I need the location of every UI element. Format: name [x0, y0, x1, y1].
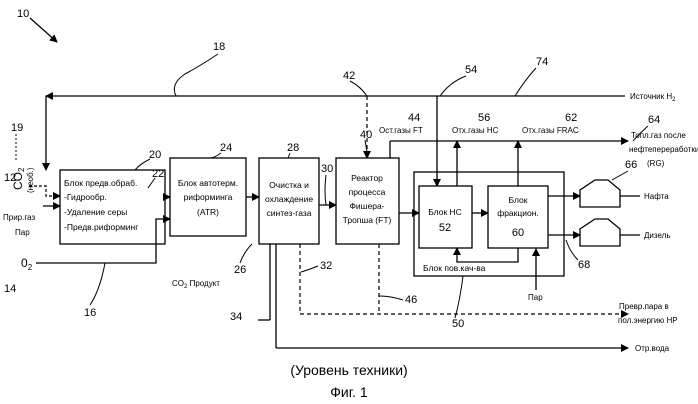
ft-label-2: процесса — [349, 187, 386, 197]
ref-19: 19 — [11, 122, 23, 160]
ref-26: 26 — [234, 244, 252, 276]
pretreatment-label-2: -Гидрообр. — [64, 192, 107, 202]
naphtha-label: Нафта — [644, 192, 669, 201]
ref-18: 18 — [174, 41, 225, 96]
steam-upgrade-label: Пар — [528, 293, 543, 302]
svg-text:68: 68 — [578, 259, 590, 271]
ref-32: 32 — [301, 260, 332, 272]
ref-34: 34 — [230, 311, 242, 323]
svg-text:56: 56 — [478, 112, 490, 124]
caption-prior-art: (Уровень техники) — [290, 362, 407, 378]
svg-text:42: 42 — [343, 70, 355, 82]
svg-text:50: 50 — [452, 318, 464, 330]
ref-46: 46 — [379, 294, 417, 306]
ref-54: 54 — [440, 64, 477, 96]
ft-label-3: Фишера- — [349, 201, 384, 211]
svg-text:32: 32 — [320, 260, 332, 272]
svg-text:22: 22 — [152, 168, 164, 180]
svg-text:66: 66 — [625, 159, 637, 171]
h2-source-label: Источник H2 — [630, 92, 676, 103]
refinery-gas-label-3: (RG) — [647, 159, 665, 168]
ref-62: 62 — [565, 112, 577, 124]
svg-text:26: 26 — [234, 264, 246, 276]
svg-text:19: 19 — [11, 122, 23, 134]
cleanup-label-3: синтез-газа — [267, 208, 312, 218]
cleanup-label-1: Очистка и — [269, 180, 309, 190]
svg-text:16: 16 — [84, 307, 96, 319]
svg-text:30: 30 — [321, 163, 333, 175]
ft-offgas-label: Ост.газы FT — [379, 126, 423, 135]
ref-12: 12 — [4, 172, 16, 184]
ref-74: 74 — [515, 56, 548, 96]
ref-16: 16 — [84, 263, 105, 319]
pretreatment-label-3: -Удаление серы — [64, 207, 127, 217]
ref-44: 44 — [408, 112, 420, 124]
frac-label-1: Блок — [509, 195, 528, 205]
steam-export-label-1: Превр.пара в — [619, 302, 669, 311]
frac-label-2: фракцион. — [497, 208, 539, 218]
svg-text:24: 24 — [220, 142, 232, 154]
frac-offgas-label: Отх.газы FRAC — [522, 126, 579, 135]
svg-text:40: 40 — [360, 129, 372, 141]
svg-text:46: 46 — [405, 294, 417, 306]
steam-export-label-2: пол.энергию HP — [618, 316, 678, 325]
refinery-gas-label-2: нефтепереработки — [629, 145, 698, 154]
svg-text:62: 62 — [565, 112, 577, 124]
ft-label-4: Тропша (FT) — [343, 215, 392, 225]
atr-label-1: Блок автотерм. — [178, 178, 238, 188]
svg-text:28: 28 — [287, 142, 299, 154]
diesel-label: Дизель — [644, 231, 670, 240]
atr-label-2: риформинга — [184, 192, 233, 202]
svg-text:74: 74 — [536, 56, 548, 68]
ref-50: 50 — [452, 276, 464, 330]
svg-text:20: 20 — [149, 149, 161, 161]
steam-input-label: Пар — [15, 228, 30, 237]
ref-30: 30 — [321, 163, 333, 205]
pretreatment-label-1: Блок предв.обраб. — [64, 178, 137, 188]
frac-number: 60 — [512, 227, 524, 239]
ref-24: 24 — [210, 142, 232, 158]
pretreatment-label-4: -Предв.риформинг — [64, 222, 138, 232]
ft-label-1: Реактор — [351, 173, 383, 183]
co2-product-label: CO2 Продукт — [172, 279, 220, 290]
ref-66: 66 — [612, 159, 637, 180]
hc-number: 52 — [439, 222, 451, 234]
hc-label: Блок НС — [428, 207, 462, 217]
caption-figure-number: Фиг. 1 — [330, 384, 368, 400]
ref-42: 42 — [343, 70, 367, 96]
naphtha-tank — [580, 180, 620, 207]
ref-10: 10 — [17, 8, 57, 42]
ref-14: 14 — [4, 283, 16, 295]
svg-text:44: 44 — [408, 112, 420, 124]
svg-text:54: 54 — [465, 64, 477, 76]
ref-40: 40 — [360, 129, 372, 158]
hc-offgas-label: Отх.газы НС — [452, 126, 499, 135]
svg-text:10: 10 — [17, 8, 29, 20]
ref-56: 56 — [478, 112, 490, 124]
ref-20: 20 — [135, 149, 161, 170]
hc-block — [419, 186, 472, 248]
upgrade-label: Блок пов.кач-ва — [423, 263, 486, 273]
diesel-tank — [580, 219, 620, 246]
ref-28: 28 — [287, 142, 299, 158]
svg-text:18: 18 — [213, 41, 225, 53]
cleanup-label-2: охлаждение — [265, 194, 313, 204]
refinery-gas-label-1: Топл.газ после — [631, 131, 686, 140]
o2-input-label: 02 — [21, 256, 33, 272]
svg-text:64: 64 — [648, 114, 660, 126]
waste-water-label: Отр.вода — [635, 344, 670, 353]
atr-label-3: (ATR) — [197, 207, 219, 217]
svg-text:34: 34 — [230, 311, 242, 323]
optional-label: (необ.) — [26, 167, 35, 193]
natural-gas-label: Прир.газ — [3, 213, 35, 222]
